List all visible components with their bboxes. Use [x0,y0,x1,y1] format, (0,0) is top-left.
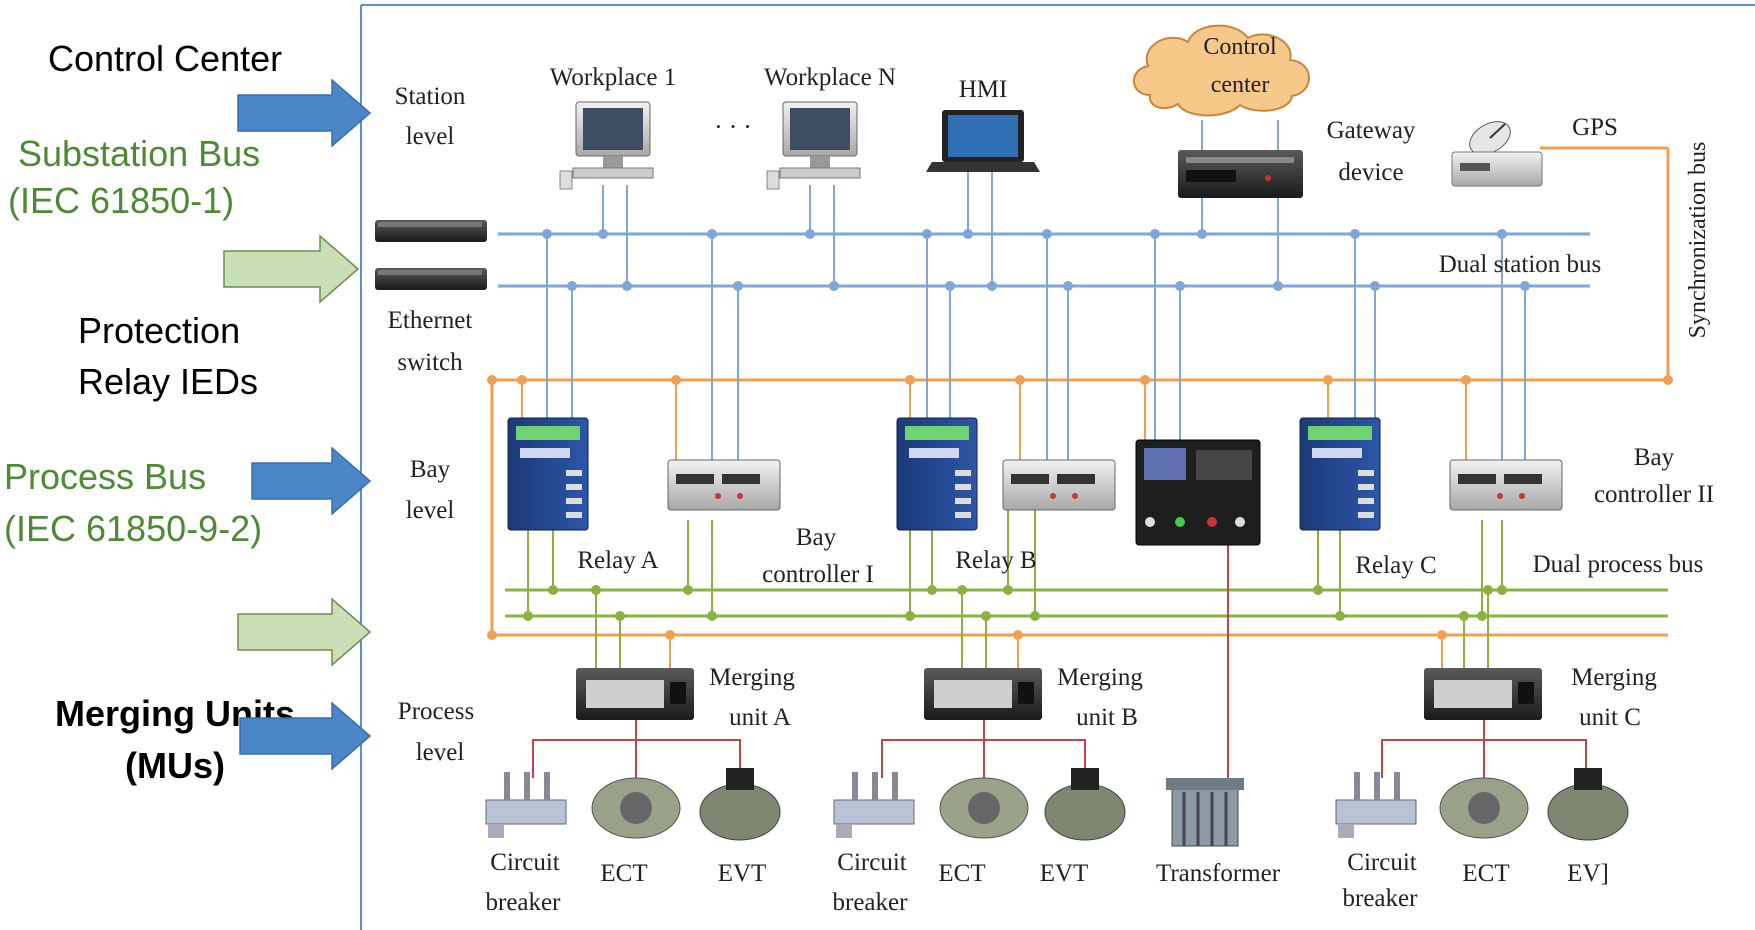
merging-unit-c-label: Merging [1571,664,1657,691]
relay-a-label: Relay A [577,547,658,574]
workplace-1-label: Workplace 1 [550,64,676,91]
hmi-laptop-icon [926,110,1040,172]
relay-c-icon [1299,417,1381,531]
protection-label: Protection [78,310,241,351]
arrow-protection-relay [251,446,372,516]
field-links [532,545,1587,778]
merging-unit-b-icon [924,668,1042,720]
control-center-cloud-icon: Control center [1133,24,1310,117]
gps-receiver-icon [1451,121,1543,187]
station-level-label: Station [395,83,466,110]
ethernet-switch-label-2: switch [397,349,463,376]
gateway-device-icon [1178,150,1303,198]
ellipsis-label: · · · [714,114,751,141]
control-center-label-1: Control [1203,34,1277,60]
workplace-n-label: Workplace N [764,64,896,91]
ethernet-switch-icon [375,220,487,290]
circuit-breaker-c-label-2: breaker [1343,885,1419,912]
bay-controller-1-label: Bay [796,524,837,551]
process-level-label-2: level [416,739,465,766]
circuit-breaker-c-icon [1335,772,1417,838]
control-center-label: Control Center [48,38,283,79]
bay-controller-2-icon [1449,459,1563,511]
merging-unit-c-icon [1424,668,1542,720]
merging-unit-b-label: Merging [1057,664,1143,691]
synchronization-bus [490,146,1670,637]
process-bus-label: Process Bus [4,456,207,497]
evt-c-icon [1547,768,1629,841]
bay-level-label: Bay [410,456,451,483]
station-drops [546,120,1526,465]
station-level-label-2: level [406,123,455,150]
gps-label: GPS [1572,114,1618,141]
relay-c-label: Relay C [1355,552,1436,579]
evt-b-label: EVT [1040,860,1089,887]
relay-b-label: Relay B [955,547,1036,574]
mus-label: (MUs) [125,745,225,786]
bay-controller-1-label-2: controller I [762,561,874,588]
sync-bus-nodes [487,375,1673,640]
control-center-label-2: center [1211,72,1270,98]
substation-bus-standard-label: (IEC 61850-1) [8,180,235,221]
circuit-breaker-a-label-2: breaker [486,889,562,916]
bay-level-label-2: level [406,497,455,524]
circuit-breaker-b-label-2: breaker [833,889,909,916]
dual-process-bus-label: Dual process bus [1533,551,1704,578]
ect-b-label: ECT [938,860,985,887]
circuit-breaker-a-icon [485,772,567,838]
relay-ieds-label: Relay IEDs [78,361,259,402]
process-bus-nodes [523,585,1507,621]
evt-c-label: EV] [1567,860,1609,887]
arrow-process-bus [237,597,372,667]
bay-controller-2-label: Bay [1634,444,1675,471]
gateway-label-2: device [1338,159,1403,186]
circuit-breaker-c-label: Circuit [1347,849,1416,876]
substation-bus-label: Substation Bus [18,133,261,174]
relay-b-icon [896,417,978,531]
ect-b-icon [939,777,1029,839]
merging-unit-a-icon [576,668,694,720]
synchronization-bus-label: Synchronization bus [1685,142,1711,339]
hmi-label: HMI [959,76,1008,103]
process-level-label: Process [398,698,474,725]
ect-c-icon [1439,777,1529,839]
transformer-icon [1166,778,1244,847]
bay-controller-a-icon [1002,459,1116,511]
evt-b-icon [1044,768,1126,841]
workplace-n-computer-icon [766,101,861,190]
bay-controller-2-label-2: controller II [1594,481,1714,508]
circuit-breaker-b-label: Circuit [837,849,906,876]
relay-a-icon [507,417,589,531]
arrow-substation-bus [223,234,360,304]
dual-station-bus-label: Dual station bus [1439,251,1602,278]
sync-drops [521,380,1467,668]
transformer-label: Transformer [1156,860,1281,887]
evt-a-label: EVT [718,860,767,887]
circuit-breaker-a-label: Circuit [490,849,559,876]
merging-unit-a-label: Merging [709,664,795,691]
central-controller-icon [1135,439,1261,546]
dual-process-bus [505,588,1668,618]
merging-unit-c-label-2: unit C [1579,704,1641,731]
ect-a-icon [591,777,681,839]
arrow-merging-units [239,701,372,771]
evt-a-icon [699,768,781,841]
dual-station-bus [498,232,1590,288]
ect-a-label: ECT [600,860,647,887]
merging-unit-b-label-2: unit B [1076,704,1138,731]
merging-unit-a-label-2: unit A [729,704,791,731]
ect-c-label: ECT [1462,860,1509,887]
workplace-1-computer-icon [559,101,654,190]
circuit-breaker-b-icon [833,772,915,838]
process-drops [527,505,1503,668]
arrow-control-center [237,78,372,148]
bay-controller-1-icon [667,459,781,511]
ethernet-switch-label: Ethernet [388,307,473,334]
process-bus-standard-label: (IEC 61850-9-2) [4,508,263,549]
gateway-label: Gateway [1327,117,1416,144]
station-bus-nodes [542,229,1530,291]
